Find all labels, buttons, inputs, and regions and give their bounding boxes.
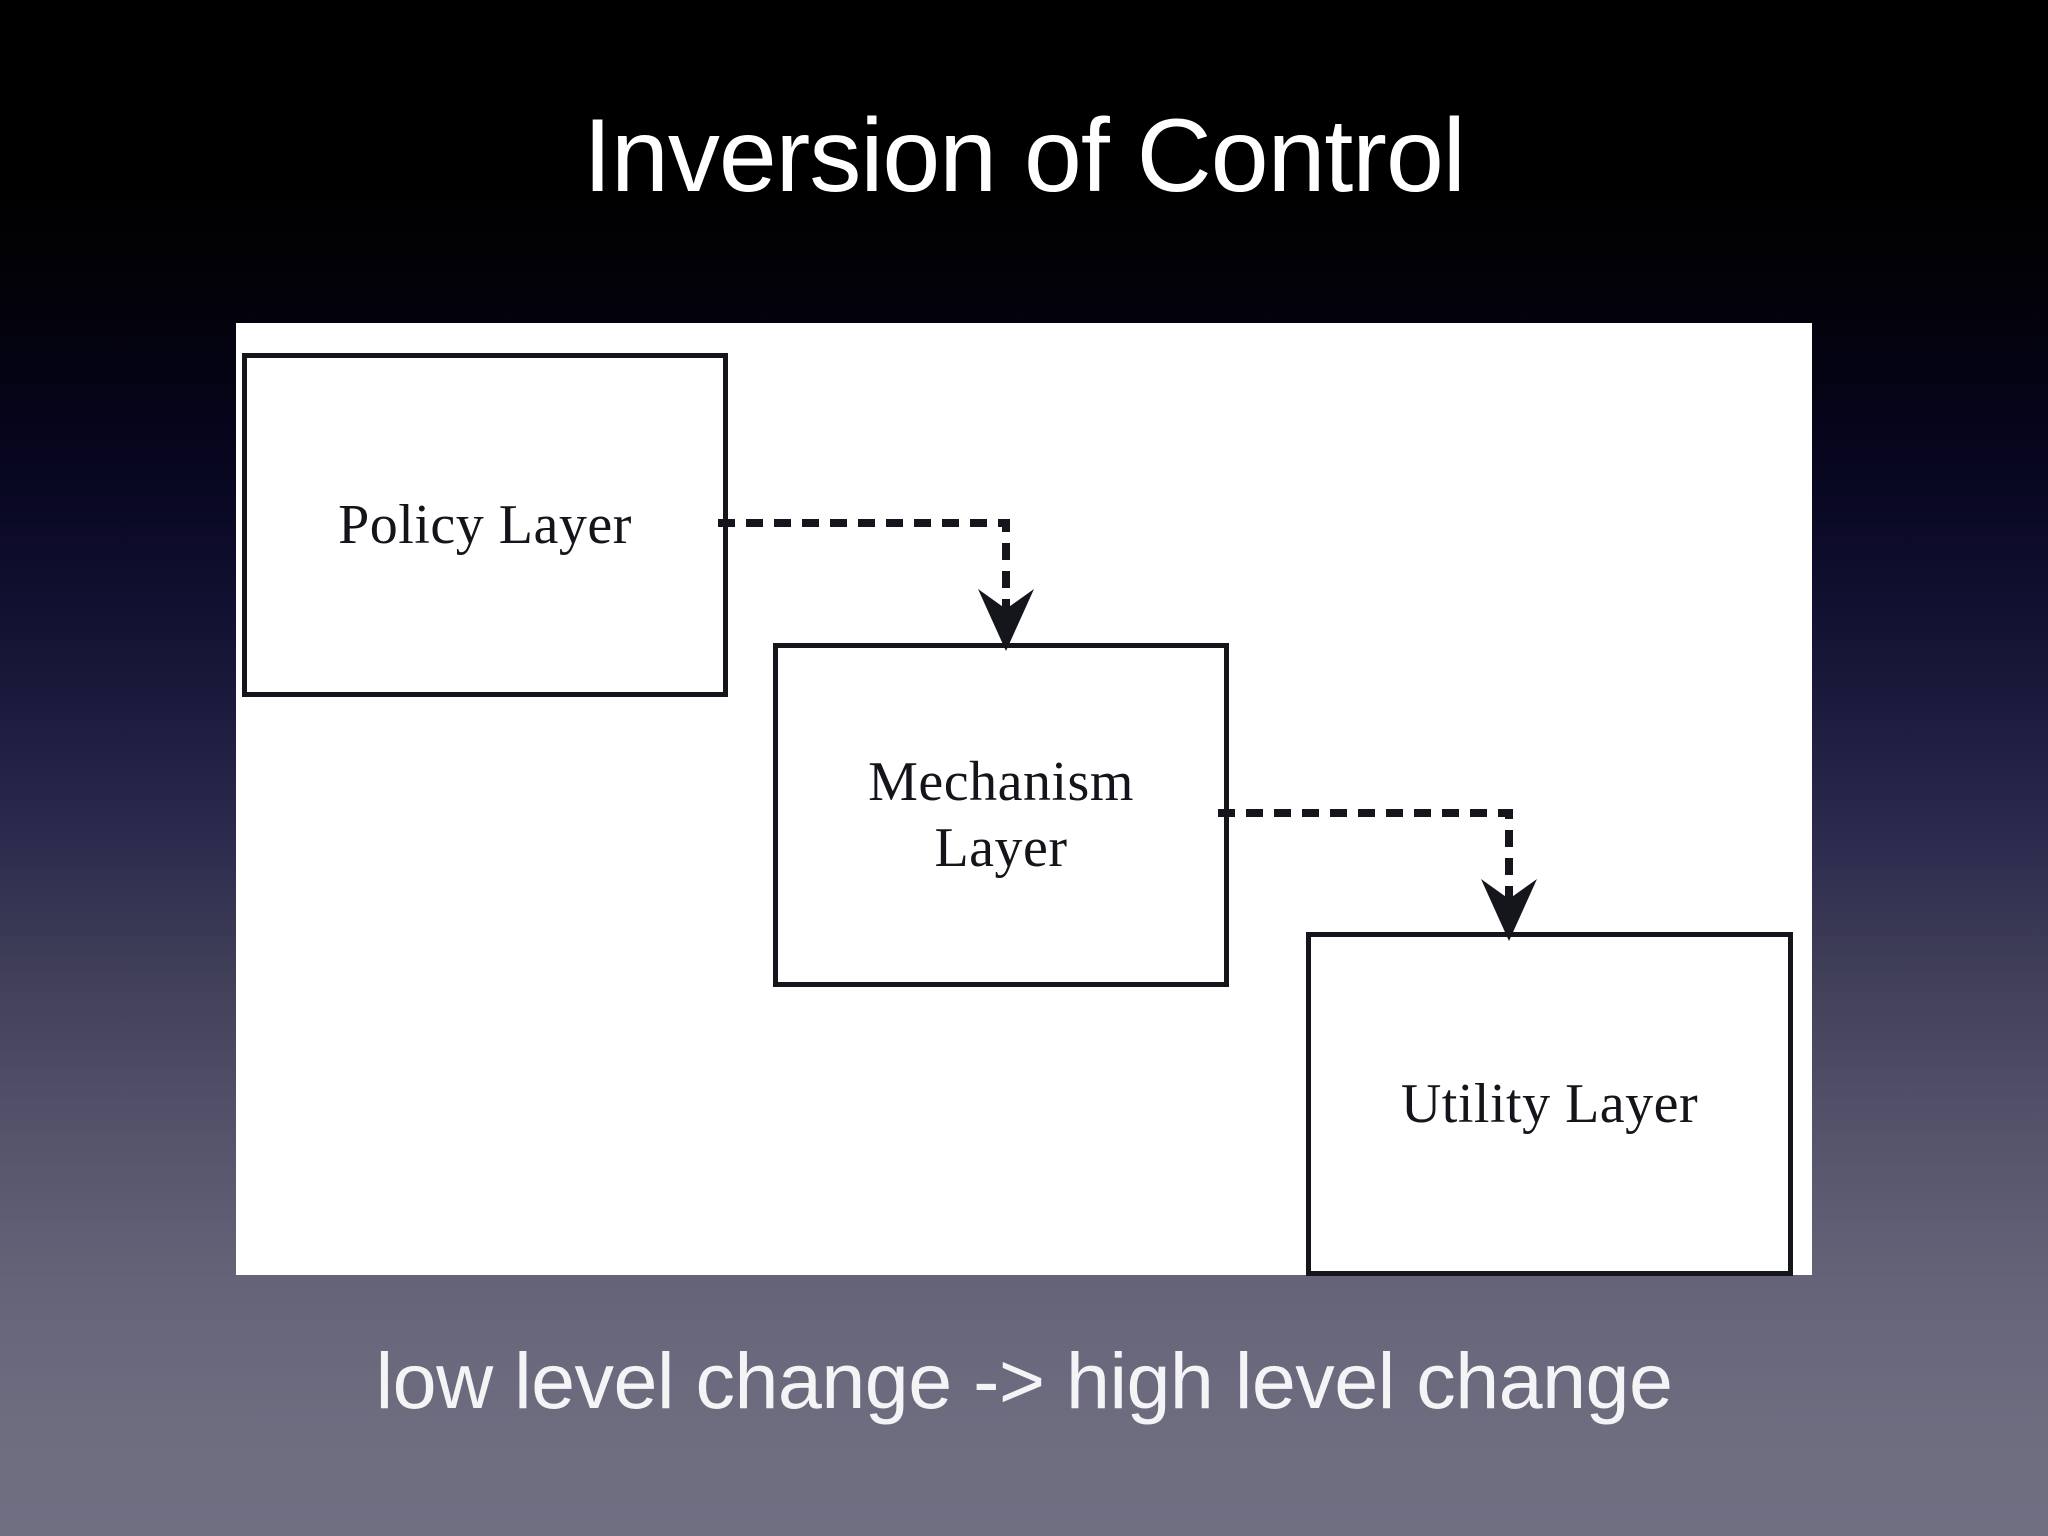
slide-caption: low level change -> high level change: [375, 1336, 1673, 1425]
page-title: Inversion of Control: [583, 98, 1466, 214]
layer-box-mechanism-label-line2: Layer: [934, 817, 1068, 879]
layer-box-policy: Policy Layer: [242, 353, 728, 697]
connector-mechanism-to-utility-line: [1218, 809, 1513, 901]
connector-policy-to-mechanism-arrowhead: [978, 589, 1034, 651]
diagram-panel: Policy Layer Mechanism Layer Utility Lay…: [236, 323, 1812, 1276]
layer-box-utility: Utility Layer: [1306, 932, 1793, 1276]
layer-box-mechanism-label-line1: Mechanism: [868, 750, 1134, 813]
layer-box-policy-label: Policy Layer: [338, 493, 632, 556]
layer-box-mechanism: Mechanism Layer: [773, 643, 1229, 987]
layer-box-mechanism-label: Mechanism Layer: [868, 749, 1134, 881]
layer-box-utility-label: Utility Layer: [1400, 1072, 1699, 1135]
connector-policy-to-mechanism-line: [718, 519, 1010, 611]
connector-policy-to-mechanism-arrow: [718, 519, 1034, 651]
connector-mechanism-to-utility-arrow: [1218, 809, 1537, 941]
